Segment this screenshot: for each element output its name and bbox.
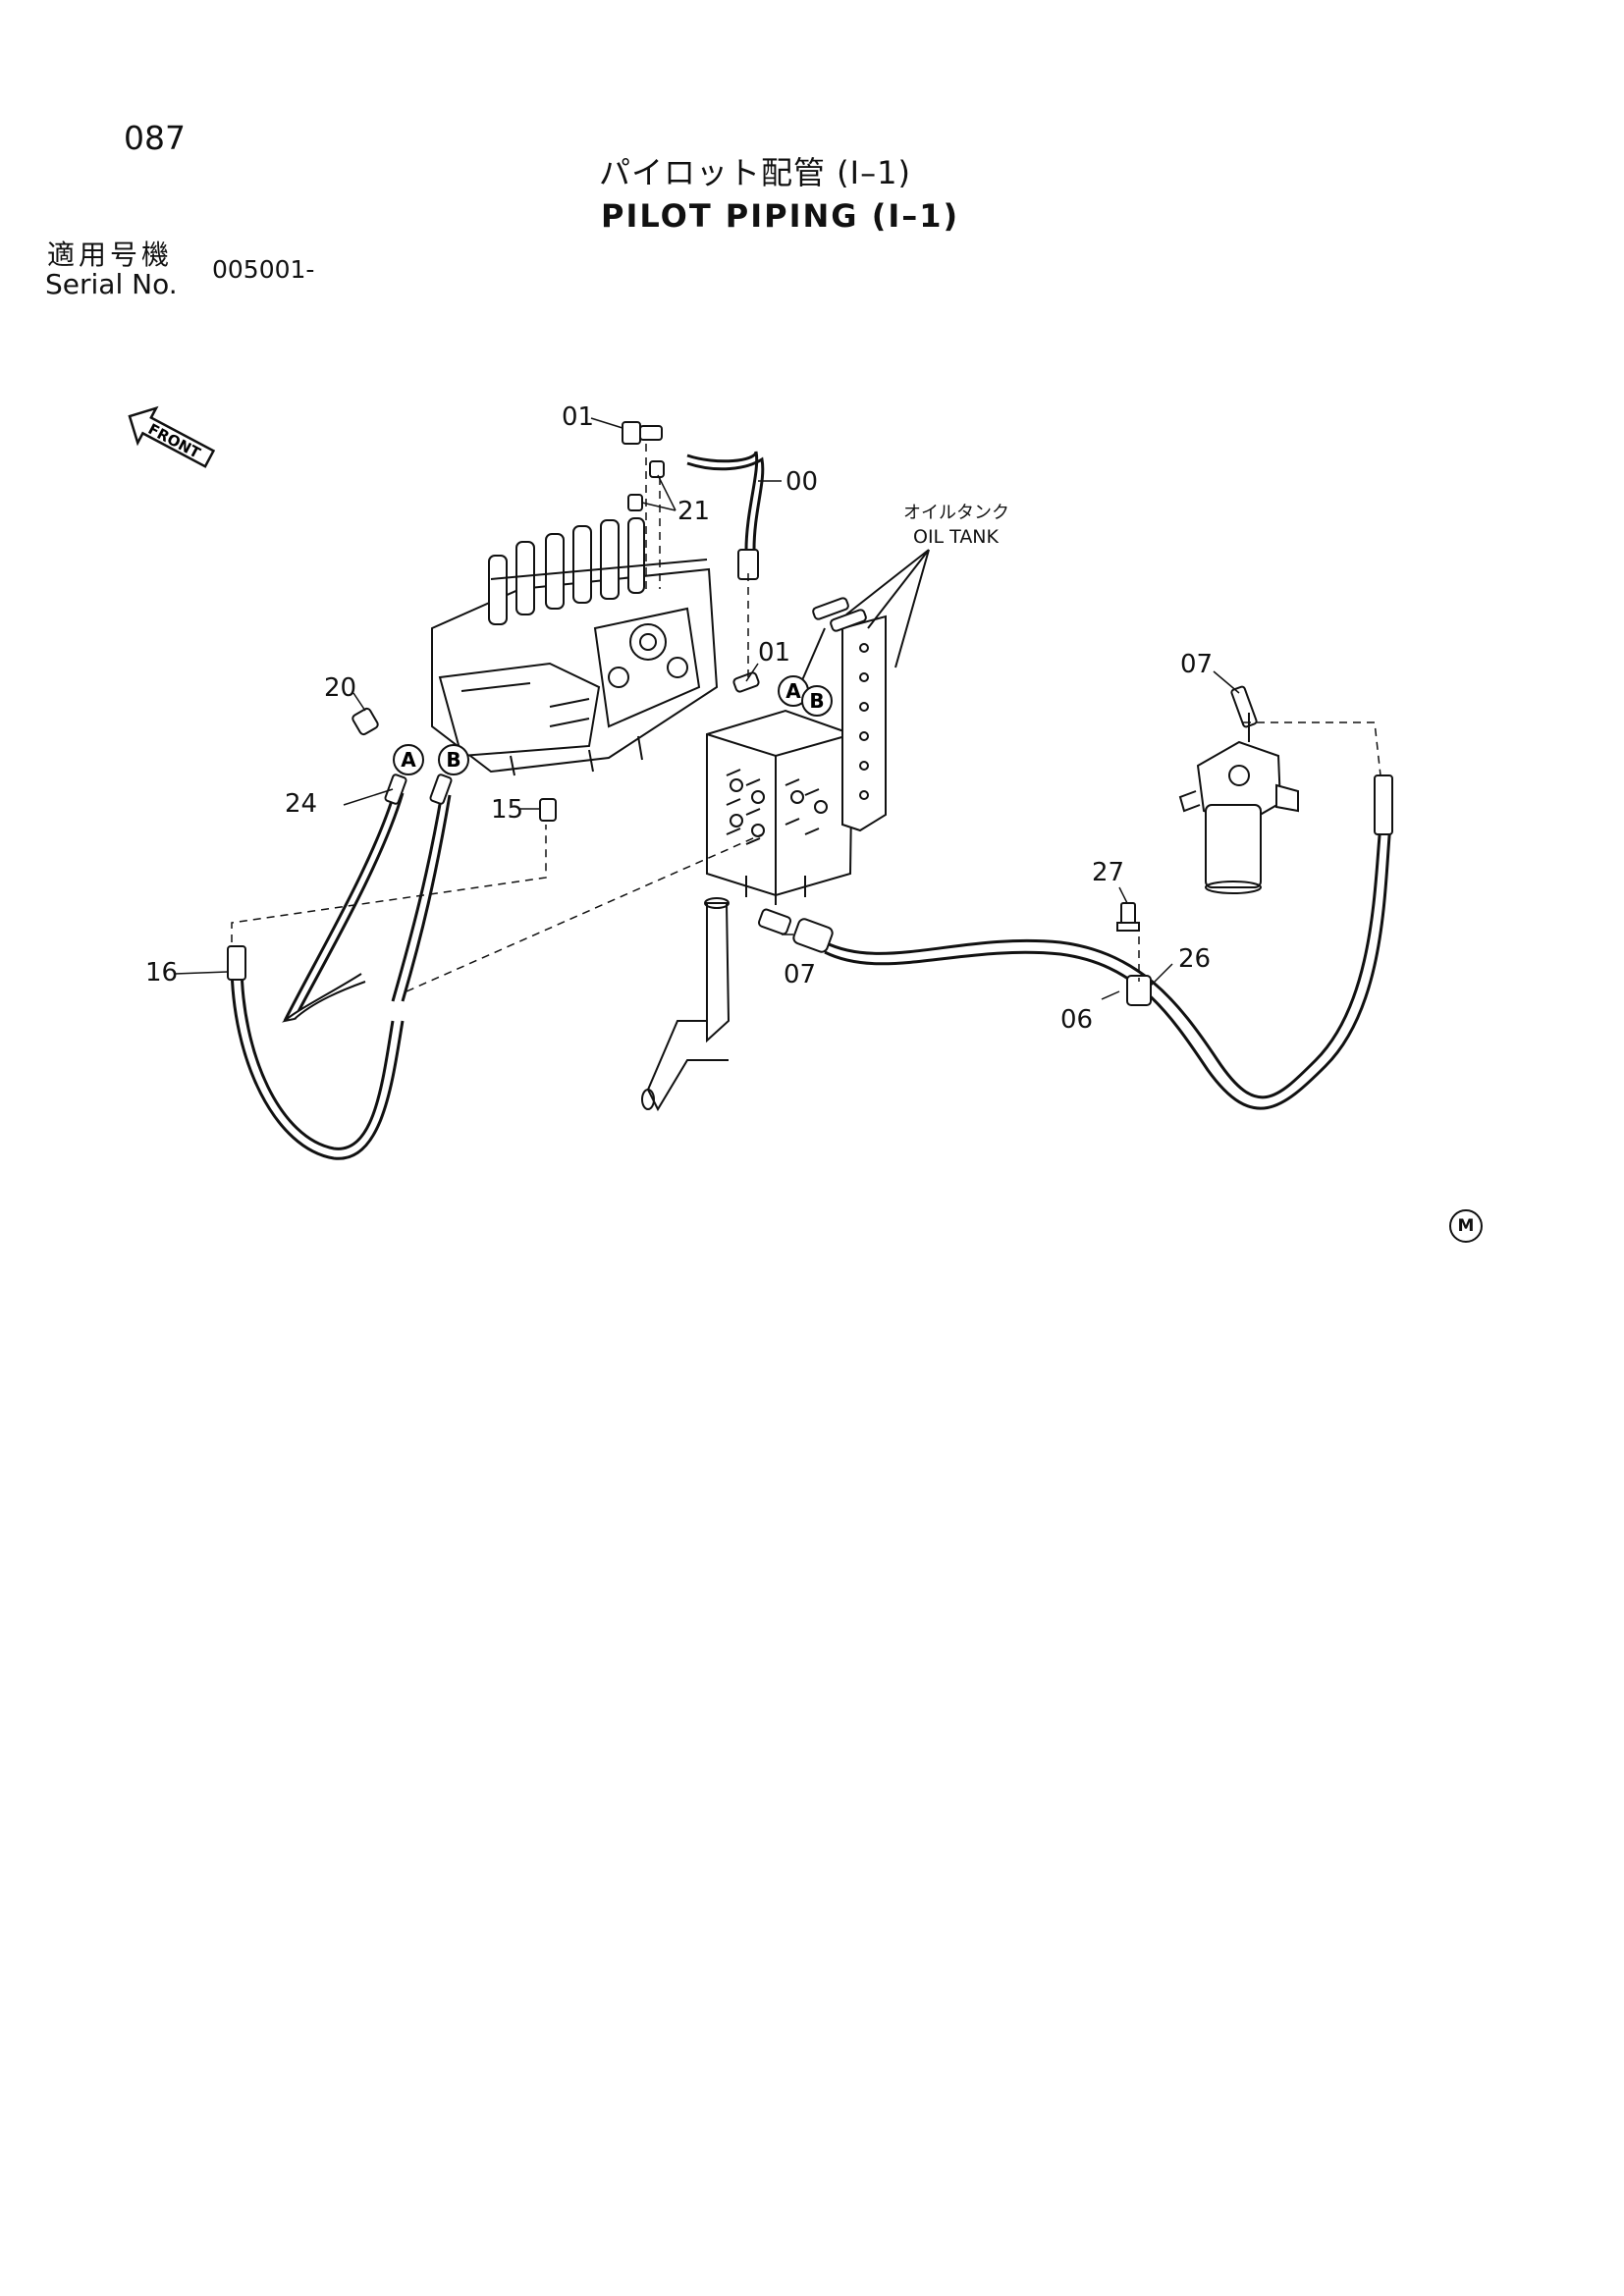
bolt-27: [1116, 902, 1140, 932]
svg-text:A: A: [401, 748, 416, 772]
page-number: 087: [124, 119, 186, 157]
svg-text:B: B: [809, 689, 824, 713]
hose-06: [792, 774, 1393, 1110]
svg-text:B: B: [446, 748, 460, 772]
oil-tank-label-japanese: オイルタンク: [903, 503, 1009, 523]
page-title: PILOT PIPING (I–1): [601, 197, 960, 235]
pilot-valve-block: [706, 709, 854, 905]
suction-pipe: [641, 897, 731, 1112]
part-label-07-right: 07: [1180, 650, 1214, 679]
part-leader-lines: [174, 417, 1240, 1000]
fitting-20: [352, 707, 379, 736]
svg-text:A: A: [785, 679, 801, 703]
part-label-27: 27: [1092, 858, 1125, 887]
connector-a-right-icon: A: [778, 675, 809, 707]
page-title-japanese: パイロット配管 (I–1): [599, 154, 911, 191]
part-label-01: 01: [562, 402, 595, 432]
hose-b: [281, 774, 453, 1023]
fitting-07-mid: [757, 908, 792, 935]
serial-number-value: 005001-: [212, 255, 315, 284]
control-valve: [431, 517, 719, 776]
part-label-16: 16: [145, 958, 179, 988]
part-label-21: 21: [677, 497, 711, 526]
serial-label: Serial No.: [45, 268, 178, 300]
hose-16: [227, 945, 405, 1160]
connector-a-left-icon: A: [393, 744, 424, 775]
mounting-bracket: [841, 614, 887, 832]
oil-tank-fittings: [798, 597, 867, 688]
serial-label-japanese: 適用号機: [47, 239, 174, 271]
fitting-01-top: [622, 421, 663, 445]
part-label-26: 26: [1178, 944, 1212, 974]
part-label-24: 24: [285, 789, 318, 819]
part-label-20: 20: [324, 673, 357, 703]
pilot-hose-00: [686, 451, 765, 580]
fitting-15: [539, 798, 557, 822]
connector-b-left-icon: B: [438, 744, 469, 775]
part-label-07-mid: 07: [784, 960, 817, 989]
part-label-00: 00: [785, 467, 819, 497]
front-arrow-icon: FRONT: [128, 405, 216, 468]
assembly-guide-lines: [231, 444, 1381, 992]
oil-tank-label: OIL TANK: [913, 526, 999, 548]
part-label-01-mid: 01: [758, 638, 791, 667]
clamp-26: [1126, 975, 1152, 1006]
part-label-15: 15: [491, 795, 524, 825]
filter-unit: [1178, 685, 1299, 894]
hose-24: [283, 774, 407, 1022]
front-label: FRONT: [145, 420, 204, 462]
fitting-01-mid: [732, 671, 760, 693]
part-label-06: 06: [1060, 1005, 1094, 1035]
connector-b-right-icon: B: [801, 685, 833, 717]
model-marker-icon: M: [1449, 1209, 1483, 1243]
